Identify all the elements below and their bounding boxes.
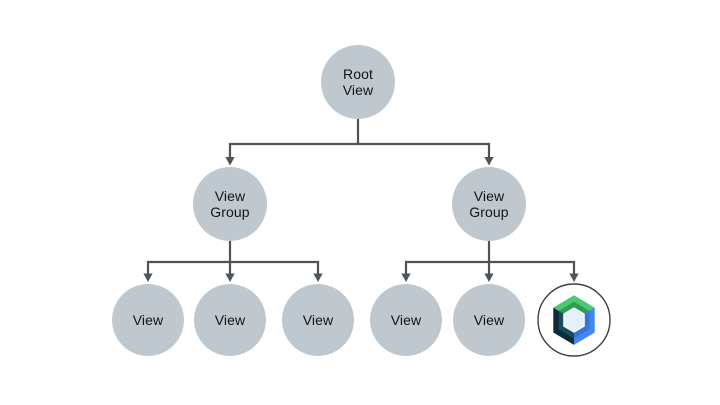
node-labels: Root View View Group View Group View Vie… [133,66,509,328]
view-group-left-label-line2: Group [210,204,250,220]
view-group-left-label-line1: View [215,188,246,204]
connector-lines [146,118,576,274]
view-r1-label: View [391,312,422,328]
arrowhead-view-l2 [225,273,235,282]
arrowhead-group-right [484,157,494,166]
arrowhead-group-left [225,157,235,166]
view-group-right-label-line1: View [474,188,505,204]
view-r2-label: View [474,312,505,328]
node-root-view-circle [321,45,395,119]
node-view-group-right-circle [452,167,526,241]
node-view-l3-circle [282,284,354,356]
node-view-group-left-circle [193,167,267,241]
node-circles [112,45,526,356]
connector-level3-left-bus [146,260,320,274]
node-view-r2-circle [453,284,525,356]
arrowhead-compose [569,273,579,282]
arrowhead-view-l1 [143,273,153,282]
view-l2-label: View [215,312,246,328]
jetpack-compose-logo-icon [553,295,595,345]
arrowhead-view-l3 [313,273,323,282]
view-l1-label: View [133,312,164,328]
root-view-label-line1: Root [343,66,373,82]
node-view-r1-circle [370,284,442,356]
connector-level3-right-bus [404,260,576,274]
node-view-l1-circle [112,284,184,356]
arrowhead-view-r1 [401,273,411,282]
arrowheads [143,157,579,282]
view-l3-label: View [303,312,334,328]
connector-level2-bus [228,142,491,158]
arrowhead-view-r2 [484,273,494,282]
node-view-l2-circle [194,284,266,356]
compose-logo-center-hexagon [563,307,585,333]
root-view-label-line2: View [343,82,374,98]
view-group-right-label-line2: Group [469,204,509,220]
